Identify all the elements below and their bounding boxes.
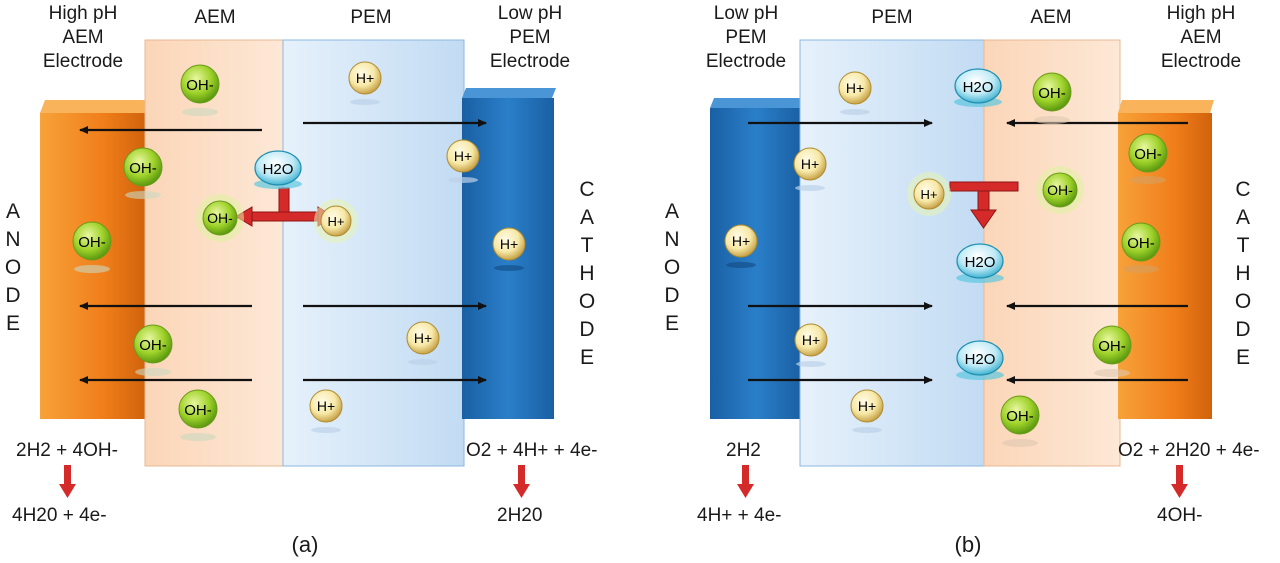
svg-text:H+: H+ (500, 236, 518, 252)
ion-h-a5: H+ (406, 321, 440, 365)
cathode-reaction-arrow-b (1171, 465, 1188, 498)
ion-h-b1: H+ (838, 71, 872, 115)
anode-reaction-arrow-a (59, 465, 76, 498)
ion-h-b3: H+ (724, 224, 758, 268)
ion-h-b6-combining: H+ (907, 172, 951, 216)
ion-oh-b3: OH- (1128, 133, 1168, 184)
ion-oh-a2: OH- (123, 147, 163, 199)
svg-text:H+: H+ (317, 398, 335, 414)
anode-electrode-top (40, 100, 150, 113)
cathode-electrode-b-top (1118, 100, 1214, 113)
panel-a-left-electrode-label: High pH AEM Electrode (42, 3, 124, 72)
svg-text:OH-: OH- (129, 160, 157, 177)
ion-water-a: H2O (254, 150, 302, 189)
ion-oh-b5: OH- (1092, 325, 1132, 377)
svg-text:H+: H+ (801, 156, 819, 172)
svg-text:OH-: OH- (1134, 146, 1162, 163)
panel-a: OH- OH- OH- OH- OH- OH- (40, 39, 556, 498)
svg-text:OH-: OH- (78, 234, 106, 251)
svg-text:OH-: OH- (1127, 235, 1155, 252)
panel-a-cathode-eq-bottom: 2H20 (497, 505, 543, 526)
ion-oh-b6: OH- (1000, 395, 1040, 447)
svg-text:H+: H+ (846, 80, 864, 96)
svg-text:OH-: OH- (207, 210, 233, 226)
panel-b-cathode-eq-top: O2 + 2H20 + 4e- (1118, 440, 1260, 461)
panel-b-left-electrode-label: Low pH PEM Electrode (705, 3, 787, 72)
svg-text:H+: H+ (921, 187, 938, 202)
anode-electrode-b (710, 108, 802, 419)
svg-text:H+: H+ (328, 214, 345, 229)
ion-oh-a1: OH- (180, 64, 220, 116)
panel-a-cathode-label: C A T H O D E (578, 178, 596, 369)
svg-text:OH-: OH- (184, 402, 212, 419)
panel-a-aem-label: AEM (194, 7, 236, 28)
panel-a-anode-label: A N O D E (4, 200, 22, 335)
ion-water-b3: H2O (956, 340, 1004, 380)
ion-h-a2: H+ (348, 61, 382, 105)
panel-b-anode-eq-top: 2H2 (726, 440, 761, 461)
panel-a-caption: (a) (291, 532, 319, 557)
panel-b-pem-label: PEM (871, 7, 913, 28)
ion-oh-a6-dissociated: OH- (196, 194, 244, 242)
panel-b-right-electrode-label: High pH AEM Electrode (1160, 3, 1242, 72)
panel-b-aem-label: AEM (1030, 7, 1072, 28)
anode-reaction-arrow-b (737, 465, 754, 498)
ion-h-b2: H+ (793, 147, 827, 191)
panel-b-anode-label: A N O D E (663, 200, 681, 335)
panel-a-cathode-eq-top: O2 + 4H+ + 4e- (466, 440, 598, 461)
ion-oh-b1: OH- (1032, 72, 1072, 124)
svg-text:OH-: OH- (1038, 85, 1066, 102)
svg-text:H+: H+ (858, 398, 876, 414)
panel-a-anode-eq-bottom: 4H20 + 4e- (12, 505, 107, 526)
ion-oh-b2-combining: OH- (1036, 166, 1084, 214)
panel-a-right-electrode-label: Low pH PEM Electrode (489, 3, 571, 72)
svg-text:OH-: OH- (139, 337, 167, 354)
ion-h-a3: H+ (446, 139, 480, 183)
pem-membrane (282, 39, 465, 467)
svg-text:H2O: H2O (965, 351, 996, 368)
anode-electrode-b-top (710, 98, 804, 108)
svg-text:H+: H+ (454, 148, 472, 164)
ion-oh-a5: OH- (178, 389, 218, 441)
panel-b-cathode-label: C A T H O D E (1234, 178, 1252, 369)
panel-a-anode-eq-top: 2H2 + 4OH- (16, 440, 118, 461)
svg-text:H2O: H2O (963, 79, 994, 96)
panel-b-cathode-eq-bottom: 4OH- (1157, 505, 1203, 526)
svg-text:OH-: OH- (1047, 182, 1073, 198)
ion-h-a1-dissociated: H+ (314, 199, 358, 243)
ion-oh-a4: OH- (133, 324, 173, 376)
panel-b: H+ H+ H+ H+ H+ H+ H2 (710, 39, 1214, 498)
ion-oh-b4: OH- (1121, 222, 1161, 273)
svg-text:H+: H+ (802, 332, 820, 348)
ion-oh-a3: OH- (72, 221, 112, 273)
cathode-reaction-arrow-a (513, 465, 530, 498)
ion-water-b1: H2O (954, 68, 1002, 107)
svg-text:OH-: OH- (1006, 408, 1034, 425)
panel-a-pem-label: PEM (350, 7, 392, 28)
panel-b-anode-eq-bottom: 4H+ + 4e- (697, 505, 782, 526)
ion-h-a4: H+ (492, 227, 526, 271)
ion-h-b4: H+ (794, 323, 828, 367)
pem-membrane-b (799, 39, 985, 467)
svg-text:OH-: OH- (1098, 338, 1126, 355)
water-combine-arrow (949, 181, 1019, 229)
svg-text:OH-: OH- (186, 77, 214, 94)
svg-text:H2O: H2O (263, 161, 294, 178)
panel-b-caption: (b) (954, 532, 982, 557)
ion-h-b5: H+ (850, 389, 884, 433)
svg-text:H+: H+ (356, 70, 374, 86)
svg-text:H2O: H2O (965, 254, 996, 271)
svg-text:H+: H+ (414, 330, 432, 346)
ion-water-b2: H2O (956, 243, 1004, 283)
ion-h-a6: H+ (309, 389, 343, 433)
svg-text:H+: H+ (732, 233, 750, 249)
cathode-electrode-top (462, 88, 556, 98)
